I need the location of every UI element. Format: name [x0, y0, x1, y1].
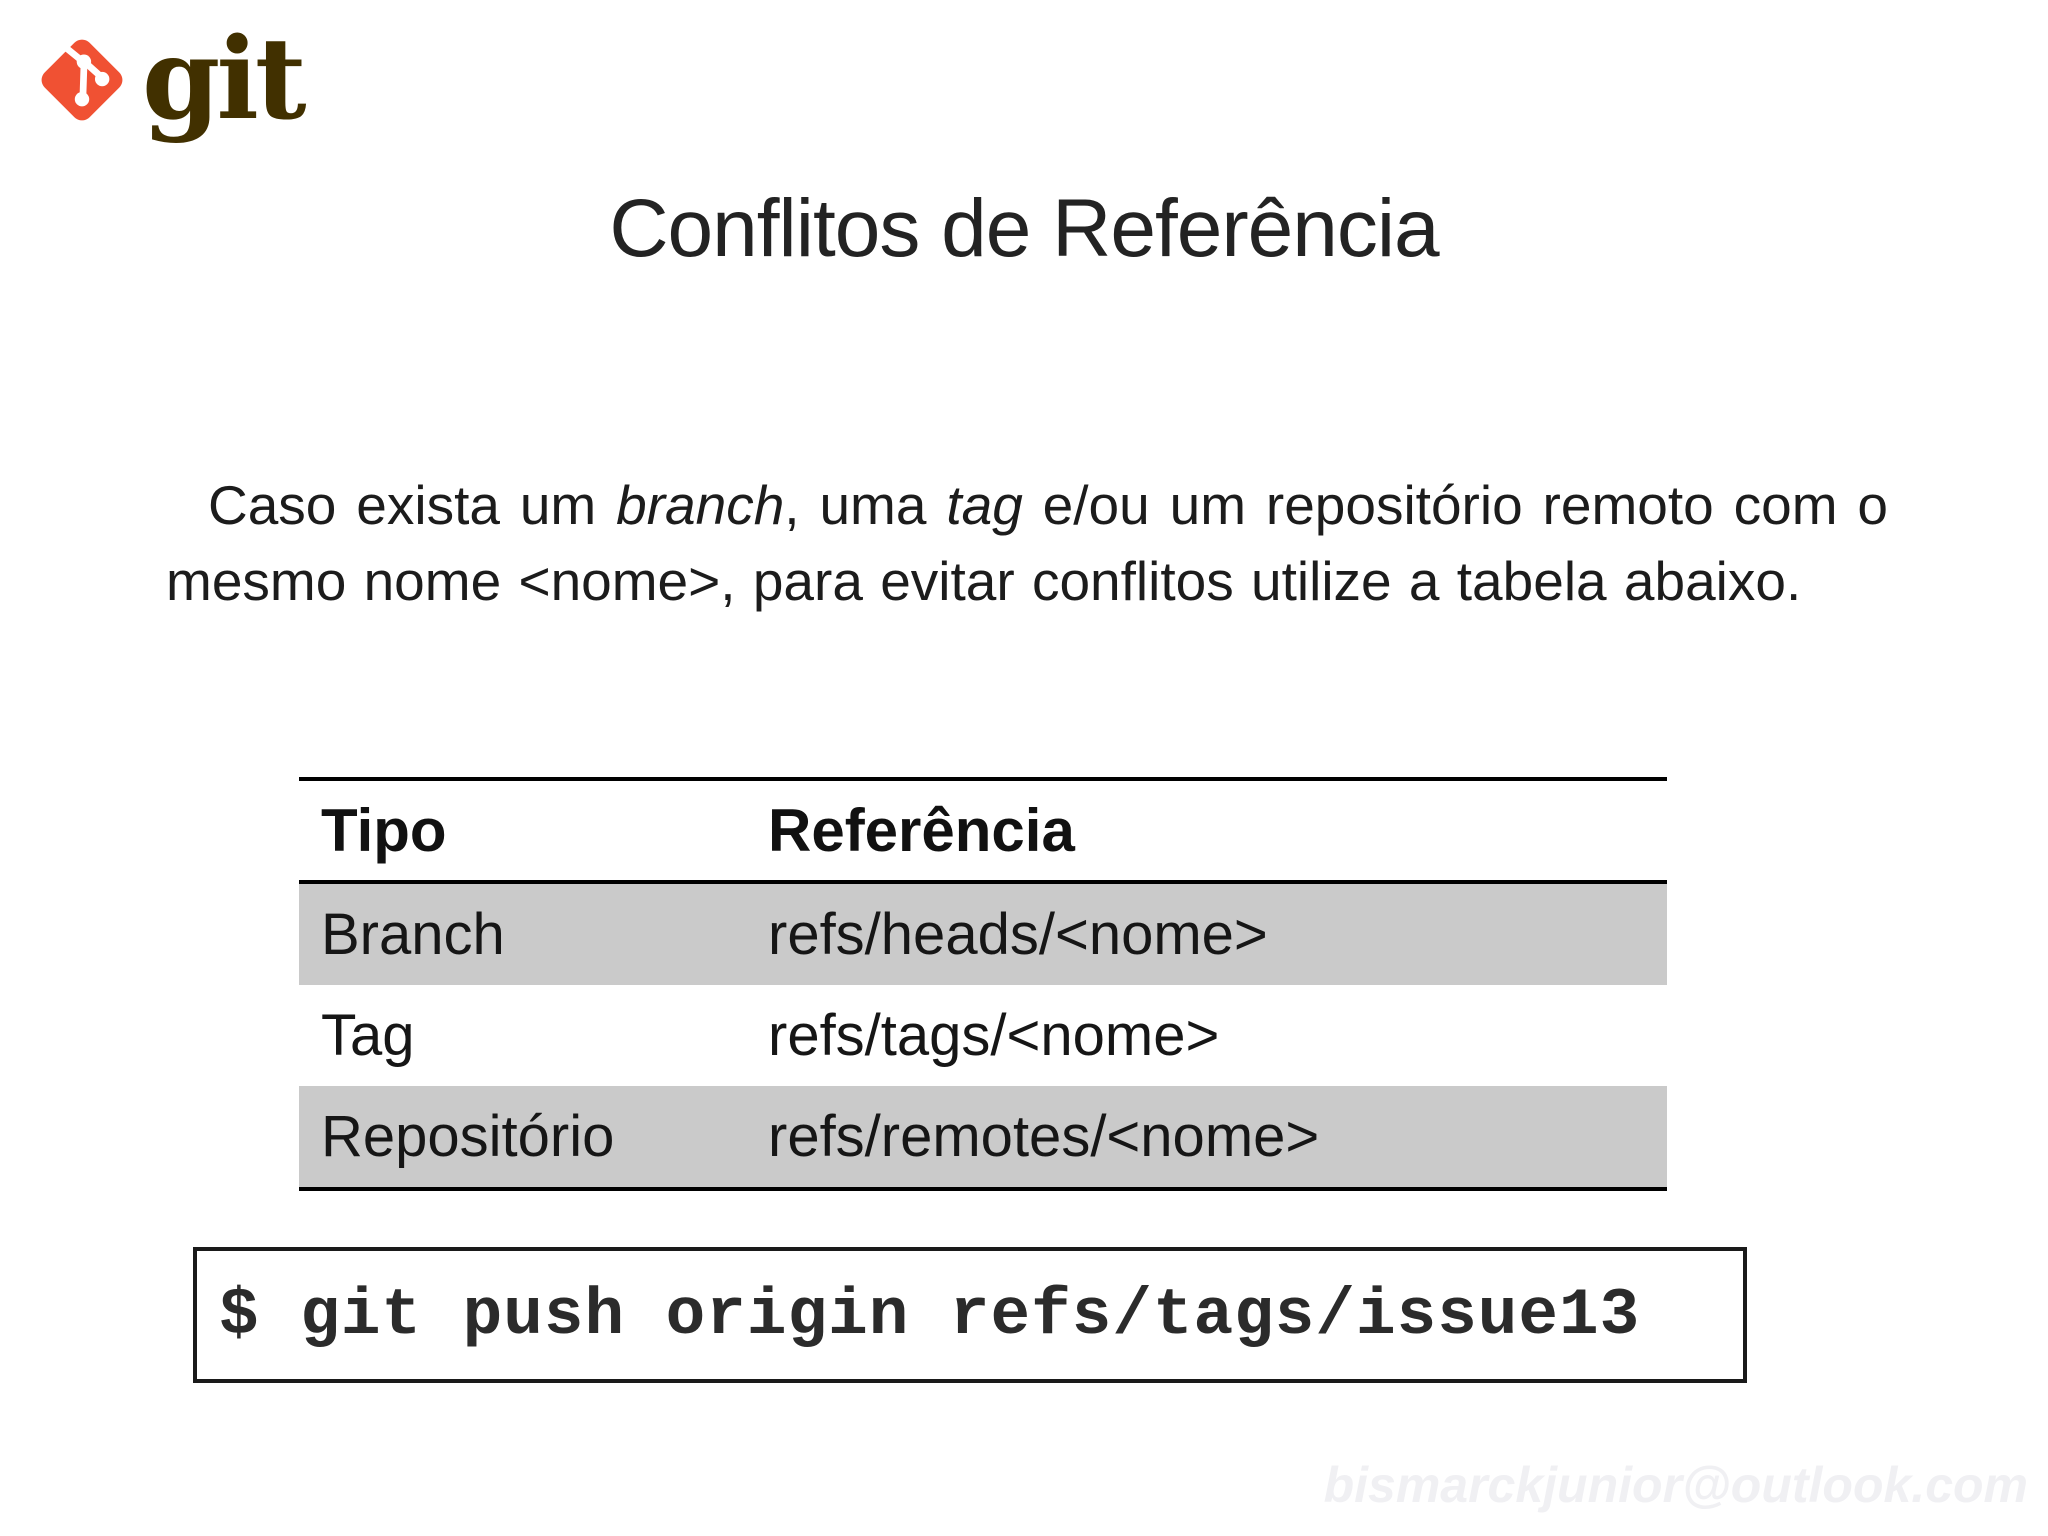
cell-referencia: refs/tags/<nome> [768, 1003, 1220, 1068]
italic-text-run: tag [946, 474, 1023, 536]
text-run: , uma [784, 474, 947, 536]
git-logo: git [34, 14, 307, 145]
cell-referencia: refs/remotes/<nome> [768, 1104, 1320, 1169]
git-wordmark: git [142, 14, 307, 145]
column-header-referencia: Referência [768, 779, 1667, 884]
table-body: Branch refs/heads/<nome> Tag refs/tags/<nom… [299, 882, 1667, 1189]
table-row: Branch refs/heads/<nome> [299, 882, 1667, 985]
cell-tipo: Tag [321, 1003, 415, 1068]
italic-text-run: branch [616, 474, 785, 536]
cell-tipo: Branch [321, 902, 505, 967]
text-run: Caso exista um [208, 474, 617, 536]
table-row: Tag refs/tags/<nome> [299, 985, 1667, 1086]
cell-tipo: Repositório [321, 1104, 615, 1169]
table-header-row: Tipo Referência [299, 779, 1667, 884]
text-run: e/ou um repositório remoto com o mesmo n… [166, 474, 1888, 612]
column-header-tipo: Tipo [299, 779, 768, 884]
table-row: Repositório refs/remotes/<nome> [299, 1086, 1667, 1189]
slide-title: Conflitos de Referência [609, 183, 1439, 274]
code-snippet: $ git push origin refs/tags/issue13 [219, 1277, 1641, 1353]
watermark-email: bismarckjunior@outlook.com [1323, 1457, 2028, 1513]
intro-paragraph: Caso exista um branch, uma tag e/ou um r… [166, 467, 1888, 619]
cell-referencia: refs/heads/<nome> [768, 902, 1268, 967]
code-snippet-box: $ git push origin refs/tags/issue13 [193, 1247, 1747, 1383]
git-logo-icon [41, 39, 123, 121]
